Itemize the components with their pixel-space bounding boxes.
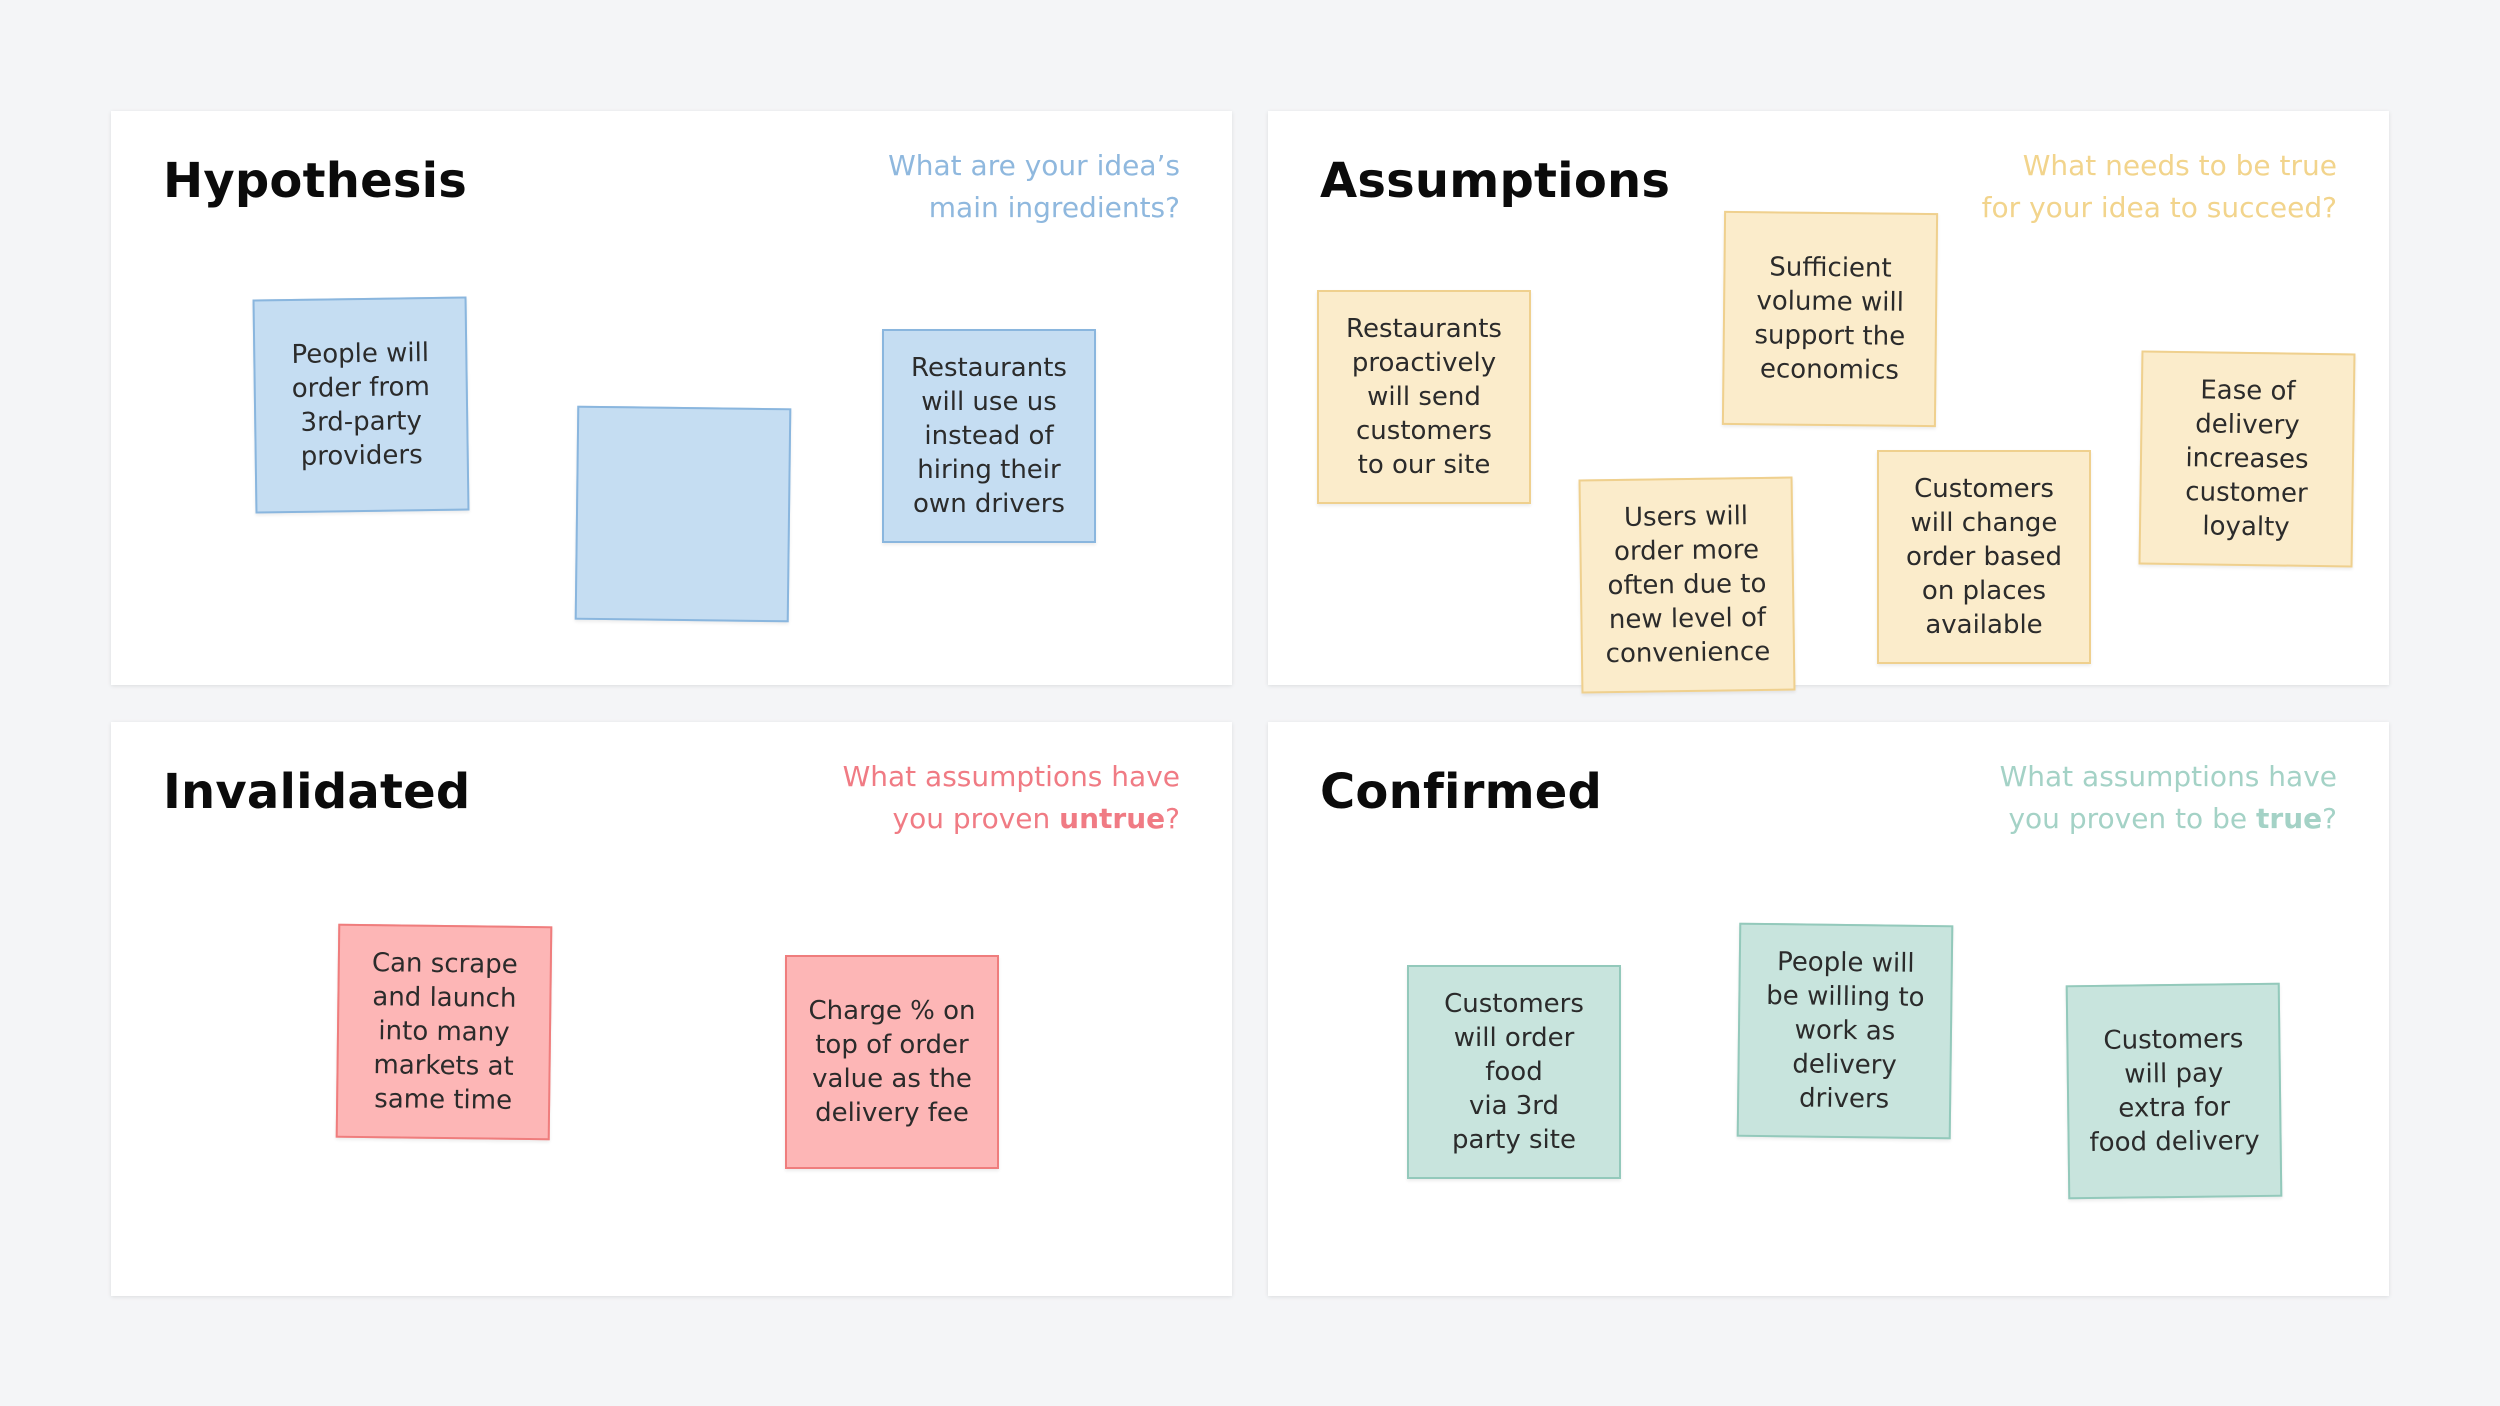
sticky-note-text: Restaurants proactively will send custom… <box>1346 314 1502 480</box>
invalidated-prompt: What assumptions have you proven untrue? <box>660 756 1180 840</box>
hypothesis-board: Hypothesis What are your idea’s main ing… <box>111 111 1232 685</box>
invalidated-title: Invalidated <box>163 764 471 820</box>
sticky-note-text: Restaurants will use us instead of hirin… <box>911 353 1067 519</box>
confirmed-title: Confirmed <box>1320 764 1603 820</box>
assumptions-prompt: What needs to be true for your idea to s… <box>1981 149 2337 224</box>
sticky-note[interactable]: Restaurants will use us instead of hirin… <box>882 329 1096 543</box>
sticky-note[interactable]: Charge % on top of order value as the de… <box>785 955 999 1169</box>
hypothesis-title: Hypothesis <box>163 153 468 209</box>
sticky-note[interactable]: Customers will order food via 3rd party … <box>1407 965 1621 1179</box>
sticky-note[interactable]: Customers will pay extra for food delive… <box>2065 982 2283 1200</box>
confirmed-prompt-emphasis: true <box>2256 802 2323 835</box>
invalidated-board: Invalidated What assumptions have you pr… <box>111 722 1232 1296</box>
sticky-note-text: Users will order more often due to new l… <box>1605 501 1771 670</box>
sticky-note-text: Charge % on top of order value as the de… <box>808 996 976 1128</box>
sticky-note[interactable]: Sufficient volume will support the econo… <box>1721 210 1939 428</box>
sticky-note-text: Customers will pay extra for food delive… <box>2089 1024 2260 1159</box>
sticky-note-text: Customers will change order based on pla… <box>1905 474 2063 640</box>
sticky-note-text: Sufficient volume will support the econo… <box>1754 252 1906 386</box>
sticky-note-text: People will order from 3rd-party provide… <box>291 338 431 472</box>
confirmed-board: Confirmed What assumptions have you prov… <box>1268 722 2389 1296</box>
invalidated-prompt-line1: What assumptions have <box>842 760 1180 793</box>
sticky-note[interactable]: Restaurants proactively will send custom… <box>1317 290 1531 504</box>
confirmed-prompt-line1: What assumptions have <box>1999 760 2337 793</box>
sticky-note[interactable]: Customers will change order based on pla… <box>1877 450 2091 664</box>
invalidated-prompt-line2-pre: you proven <box>892 802 1060 835</box>
invalidated-prompt-emphasis: untrue <box>1059 802 1166 835</box>
sticky-note[interactable]: Users will order more often due to new l… <box>1578 476 1796 694</box>
sticky-note-text: Can scrape and launch into many markets … <box>371 948 518 1116</box>
sticky-note[interactable]: Can scrape and launch into many markets … <box>335 923 553 1141</box>
sticky-note-text: People will be willing to work as delive… <box>1766 947 1925 1115</box>
sticky-note-empty[interactable] <box>574 405 792 623</box>
sticky-note-text: Customers will order food via 3rd party … <box>1444 989 1584 1155</box>
sticky-note[interactable]: Ease of delivery increases customer loya… <box>2138 350 2356 568</box>
assumptions-board: Assumptions What needs to be true for yo… <box>1268 111 2389 694</box>
sticky-note-text: Ease of delivery increases customer loya… <box>2185 375 2309 543</box>
hypothesis-prompt: What are your idea’s main ingredients? <box>888 149 1180 224</box>
sticky-note[interactable]: People will order from 3rd-party provide… <box>252 296 470 514</box>
confirmed-prompt-line2-pre: you proven to be <box>2008 802 2256 835</box>
invalidated-prompt-line2-post: ? <box>1165 802 1180 835</box>
confirmed-prompt: What assumptions have you proven to be t… <box>1817 756 2337 840</box>
assumptions-title: Assumptions <box>1320 153 1671 209</box>
confirmed-prompt-line2-post: ? <box>2322 802 2337 835</box>
sticky-note[interactable]: People will be willing to work as delive… <box>1736 922 1954 1140</box>
